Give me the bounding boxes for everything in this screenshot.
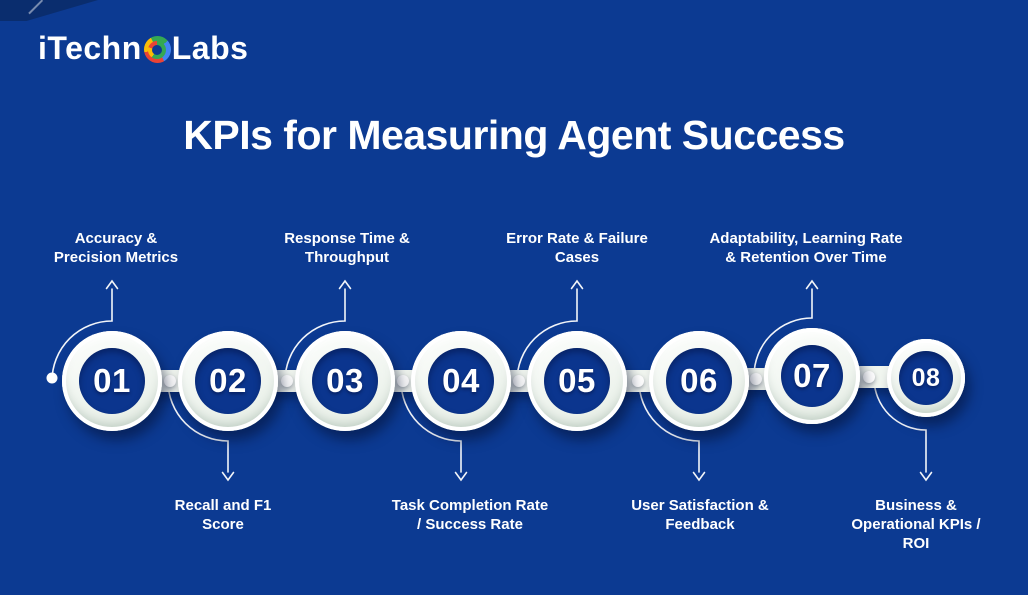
step-label-03: Response Time & Throughput [227, 229, 467, 267]
arrow-curve-04 [400, 380, 462, 473]
step-label-line: Accuracy & [74, 230, 158, 247]
step-number: 03 [326, 362, 364, 399]
step-circle-08: 08 [887, 339, 965, 417]
step-label-line: Recall and F1 [174, 497, 272, 514]
step-number: 08 [911, 363, 941, 392]
itechnolabs-logo: iTechn Labs [38, 30, 248, 67]
step-number: 07 [793, 357, 831, 394]
step-number: 05 [558, 362, 596, 399]
step-label-line: Precision Metrics [53, 249, 179, 266]
logo-o-ring-icon [143, 36, 171, 63]
step-label-line: User Satisfaction & [631, 497, 769, 514]
step-circle-inner: 01 [79, 348, 145, 414]
step-label-08: Business & Operational KPIs / ROI [796, 496, 1028, 553]
step-label-line: Response Time & [284, 230, 410, 247]
step-circle-inner: 03 [312, 348, 378, 414]
step-label-02: Recall and F1 Score [103, 496, 343, 534]
step-label-line: Cases [554, 249, 600, 266]
step-label-04: Task Completion Rate / Success Rate [350, 496, 590, 534]
logo-o-core [152, 44, 163, 55]
arrow-curve-07 [753, 288, 813, 377]
step-label-line: / Success Rate [417, 516, 523, 533]
step-label-07: Adaptability, Learning Rate & Retention O… [686, 229, 926, 267]
logo-text-suffix: Labs [171, 30, 249, 66]
arrow-curve-01 [51, 288, 113, 382]
connector-pin [280, 375, 293, 387]
arrow-curve-03 [284, 288, 346, 382]
connector-pin [164, 375, 176, 387]
step-circle-inner: 02 [195, 348, 261, 414]
connector-pin [513, 375, 525, 387]
logo-text-prefix: iTechn [38, 30, 142, 66]
step-label-line: Throughput [304, 249, 390, 266]
step-circle-06: 06 [649, 331, 749, 431]
step-circle-04: 04 [411, 331, 511, 431]
step-label-line: Feedback [665, 516, 735, 533]
step-label-line: ROI [902, 535, 930, 552]
step-circle-inner: 08 [899, 351, 953, 405]
step-circle-inner: 05 [544, 348, 610, 414]
connector-pin [863, 371, 875, 383]
arrow-head-up-icon [805, 279, 819, 290]
step-number: 06 [680, 362, 718, 399]
page-title: KPIs for Measuring Agent Success [183, 112, 845, 158]
step-circle-07: 07 [764, 328, 860, 424]
step-number: 02 [209, 362, 247, 399]
step-circle-02: 02 [178, 331, 278, 431]
logo-o-inner-ring-icon [148, 40, 167, 59]
arrow-head-up-icon [570, 279, 584, 290]
arrow-curve-06 [638, 380, 700, 473]
step-circle-03: 03 [295, 331, 395, 431]
step-label-line: Task Completion Rate [391, 497, 549, 514]
connector-pin [632, 375, 644, 387]
step-number: 01 [93, 362, 131, 399]
step-number: 04 [442, 362, 480, 399]
connector-pin [397, 375, 409, 387]
arrow-curve-08 [873, 377, 927, 473]
step-label-06: User Satisfaction & Feedback [580, 496, 820, 534]
step-label-line: Operational KPIs / [851, 516, 981, 533]
arrow-head-down-icon [919, 471, 933, 482]
step-label-line: Adaptability, Learning Rate [709, 230, 903, 247]
step-circle-inner: 04 [428, 348, 494, 414]
step-circle-01: 01 [62, 331, 162, 431]
arrow-head-up-icon [105, 279, 119, 290]
arrow-head-down-icon [454, 471, 468, 482]
arrow-head-up-icon [338, 279, 352, 290]
arrow-curve-05 [516, 288, 578, 382]
arrow-head-down-icon [221, 471, 235, 482]
arrow-head-down-icon [692, 471, 706, 482]
arrow-curve-02 [167, 380, 229, 473]
step-label-line: Business & [875, 497, 957, 514]
step-label-01: Accuracy & Precision Metrics [0, 229, 236, 267]
step-circle-inner: 07 [781, 345, 843, 407]
step-circle-inner: 06 [666, 348, 732, 414]
step-label-line: & Retention Over Time [725, 249, 887, 266]
connector-pin [749, 372, 762, 385]
step-circle-05: 05 [527, 331, 627, 431]
step-label-line: Score [202, 516, 244, 533]
step-label-line: Error Rate & Failure [506, 230, 648, 247]
